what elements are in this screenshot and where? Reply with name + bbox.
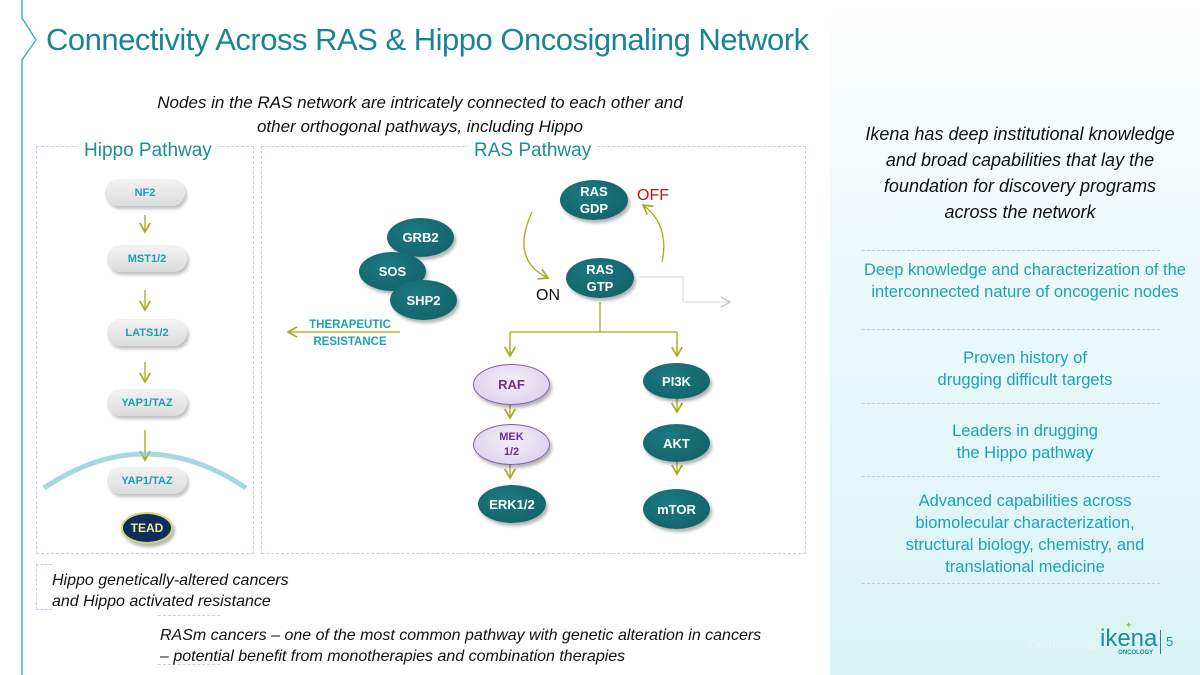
hippo-node-lats: LATS1/2: [107, 319, 187, 346]
divider: [862, 329, 1160, 330]
hippo-note-bracket: [36, 564, 52, 610]
divider: [862, 250, 1160, 251]
erk-node: ERK1/2: [478, 485, 546, 523]
page-title: Connectivity Across RAS & Hippo Oncosign…: [46, 22, 809, 57]
hippo-pathway-title: Hippo Pathway: [78, 140, 218, 162]
hippo-node-yap-cyto: YAP1/TAZ: [107, 389, 187, 416]
capability-point: Leaders in drugging the Hippo pathway: [952, 422, 1098, 462]
shp2-node: SHP2: [390, 280, 457, 320]
ikena-logo: ✦ ikena ONCOLOGY: [1100, 620, 1158, 657]
right-intro: Ikena has deep institutional knowledge a…: [865, 124, 1175, 222]
left-bracket-decoration: [21, 0, 37, 675]
akt-node: AKT: [643, 424, 710, 462]
capability-point: Advanced capabilities across biomolecula…: [905, 492, 1145, 576]
capability-point: Deep knowledge and characterization of t…: [864, 261, 1186, 301]
page-number: 5: [1166, 634, 1174, 649]
star-icon: ✦: [1124, 620, 1133, 630]
grb2-node: GRB2: [387, 218, 454, 257]
hippo-node-mst: MST1/2: [107, 245, 187, 272]
raf-node: RAF: [473, 364, 550, 405]
ras-note: RASm cancers – one of the most common pa…: [160, 627, 762, 665]
on-label: ON: [536, 287, 560, 304]
divider: [862, 403, 1160, 404]
ras-pathway-title: RAS Pathway: [468, 140, 598, 162]
hippo-node-yap-nuclear: YAP1/TAZ: [107, 467, 187, 494]
divider: [862, 476, 1160, 477]
divider: [862, 583, 1160, 584]
subtitle-line: Nodes in the RAS network are intricately…: [157, 93, 683, 112]
off-label: OFF: [637, 187, 669, 204]
ras-note-bracket: [158, 615, 220, 665]
pi3k-node: PI3K: [643, 363, 710, 399]
mtor-node: mTOR: [643, 489, 710, 529]
arrows-layer: [42, 203, 732, 491]
subtitle-line: other orthogonal pathways, including Hip…: [256, 117, 584, 136]
right-panel-background: [830, 0, 1200, 675]
tead-node: TEAD: [121, 512, 173, 544]
capability-point: Proven history of drugging difficult tar…: [937, 349, 1113, 389]
confidential-label: Confidential: [1028, 637, 1097, 652]
hippo-node-nf2: NF2: [105, 179, 185, 206]
subtitle: Nodes in the RAS network are intricately…: [80, 91, 760, 139]
footer-divider: [1160, 630, 1161, 654]
